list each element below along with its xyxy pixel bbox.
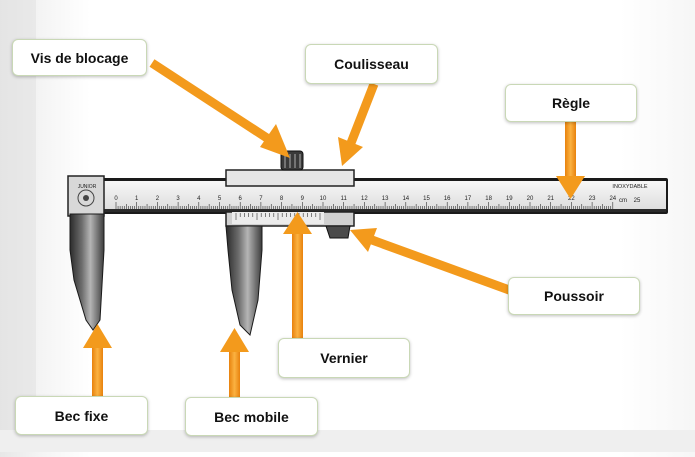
- scale-number: 17: [465, 196, 472, 202]
- scale-number: 24: [609, 196, 616, 202]
- arrow-regle: [556, 122, 585, 199]
- scale-number: 3: [176, 196, 180, 202]
- fixed-jaw: [69, 213, 105, 331]
- label-vis-de-blocage: Vis de blocage: [12, 39, 147, 76]
- scale-number: 14: [402, 196, 409, 202]
- scale-number: 13: [382, 196, 389, 202]
- moving-jaw: [225, 225, 263, 336]
- scale-number: 8: [280, 196, 284, 202]
- arrow-bec-fixe: [83, 324, 112, 398]
- scale-number: 7: [259, 196, 263, 202]
- scale-number: 6: [239, 196, 243, 202]
- scale-number: 10: [320, 196, 327, 202]
- bottom-shadow: [0, 430, 695, 452]
- label-bec-mobile: Bec mobile: [185, 397, 318, 436]
- arrow-vis-de-blocage: [149, 59, 290, 158]
- brand-text: JUNIOR: [78, 184, 97, 190]
- vernier-scale-ticks: [235, 213, 321, 220]
- scale-number: 15: [423, 196, 430, 202]
- fixed-jaw-head: [67, 175, 105, 217]
- label-vernier: Vernier: [278, 338, 410, 378]
- arrow-poussoir: [350, 228, 514, 296]
- label-coulisseau: Coulisseau: [305, 44, 438, 84]
- scale-end-text: 25: [634, 198, 641, 204]
- scale-number: 11: [341, 196, 348, 202]
- scale-number: 21: [547, 196, 554, 202]
- label-bec-fixe: Bec fixe: [15, 396, 148, 435]
- material-text: INOXYDABLE: [612, 184, 647, 190]
- arrow-coulisseau: [338, 82, 379, 166]
- scale-number: 19: [506, 196, 513, 202]
- thumb-pusher: [325, 225, 351, 239]
- scale-number: 9: [301, 196, 305, 202]
- scale-number: 0: [114, 196, 118, 202]
- label-regle: Règle: [505, 84, 637, 122]
- scale-number: 4: [197, 196, 201, 202]
- scale-number: 18: [485, 196, 492, 202]
- scale-number: 12: [361, 196, 368, 202]
- pointer-arrows: [83, 59, 585, 398]
- arrow-vernier: [283, 212, 312, 338]
- scale-number: 22: [568, 196, 575, 202]
- scale-number: 2: [156, 196, 160, 202]
- slider: [225, 169, 355, 227]
- arrow-bec-mobile: [220, 328, 249, 397]
- scale-number: 16: [444, 196, 451, 202]
- scale-number: 20: [527, 196, 534, 202]
- scale-number: 5: [218, 196, 222, 202]
- scale-number: 1: [135, 196, 139, 202]
- scale-number: 23: [589, 196, 596, 202]
- label-poussoir: Poussoir: [508, 277, 640, 315]
- scale-unit-text: cm: [619, 198, 627, 204]
- main-scale-ticks: [115, 202, 614, 209]
